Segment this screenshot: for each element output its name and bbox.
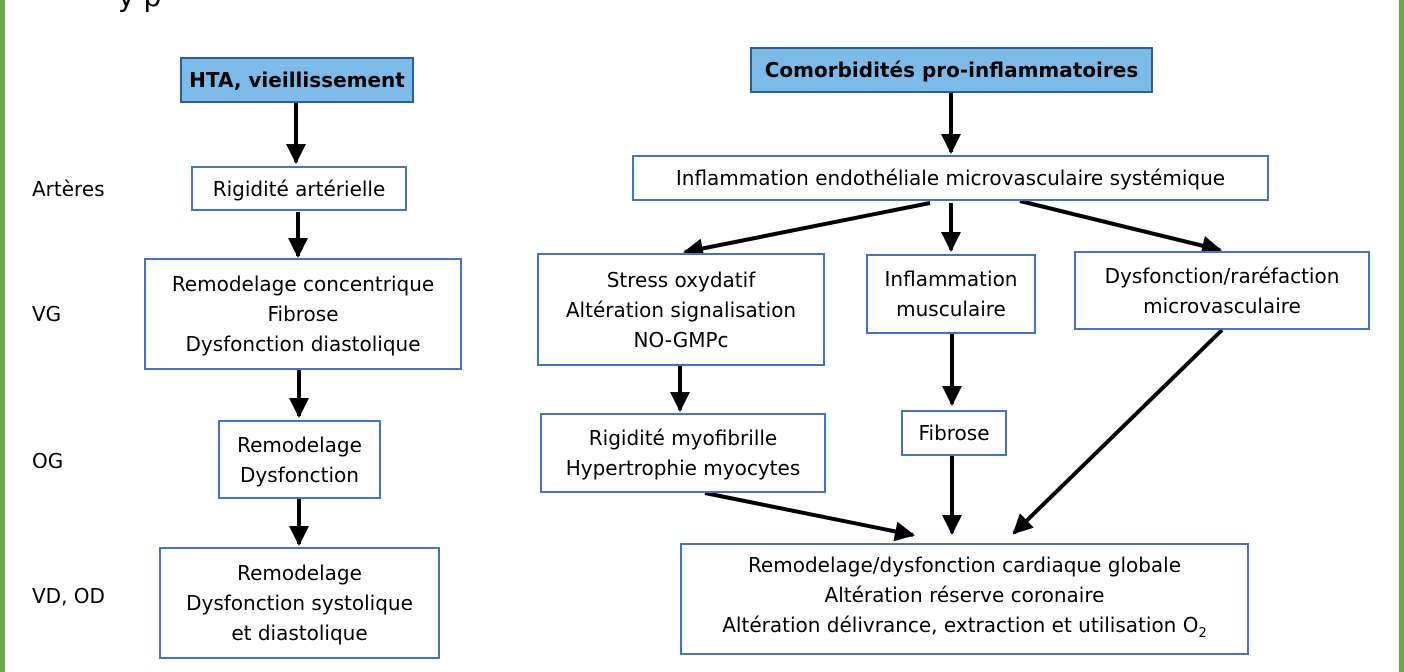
box-rigidite-myofibrille: Rigidité myofibrille Hypertrophie myocyt…	[540, 413, 826, 493]
clipped-title: y p	[118, 0, 161, 13]
frame-right-border	[1399, 0, 1404, 672]
box-inflammation-endotheliale: Inflammation endothéliale microvasculair…	[632, 155, 1269, 201]
box-inflammation-musculaire: Inflammation musculaire	[866, 254, 1036, 334]
box-remodelage-global: Remodelage/dysfonction cardiaque globale…	[680, 543, 1249, 655]
box-dysfonction-microvasculaire: Dysfonction/raréfaction microvasculaire	[1074, 251, 1370, 330]
box-hta-vieillissement: HTA, vieillissement	[180, 57, 414, 103]
box-rigidite-label: Rigidité artérielle	[212, 176, 386, 201]
box-hta-label: HTA, vieillissement	[189, 68, 405, 92]
arrow-inflam-to-micro	[1019, 199, 1222, 256]
box-global-line-3-text: Altération délivrance, extraction et uti…	[722, 612, 1199, 637]
box-rigidite-arterielle: Rigidité artérielle	[191, 166, 407, 211]
box-og-line-2: Dysfonction	[240, 462, 359, 487]
row-label-vd-od: VD, OD	[32, 584, 105, 608]
row-label-arteres: Artères	[32, 177, 105, 201]
box-vd-od-remodelage: Remodelage Dysfonction systolique et dia…	[159, 547, 440, 659]
box-micro-line-2: microvasculaire	[1143, 293, 1301, 318]
row-label-og: OG	[32, 449, 64, 473]
box-vd-line-1: Remodelage	[237, 561, 362, 585]
box-stress-line-3: NO-GMPc	[633, 327, 729, 352]
box-vg-line-1: Remodelage concentrique	[171, 272, 435, 296]
box-muscle-line-1: Inflammation	[884, 267, 1018, 291]
frame-left-border	[0, 0, 5, 672]
box-vg-line-2: Fibrose	[267, 302, 339, 326]
box-micro-line-1: Dysfonction/raréfaction	[1104, 263, 1340, 288]
box-vd-line-3: et diastolique	[231, 621, 368, 645]
box-stress-oxydatif: Stress oxydatif Altération signalisation…	[537, 253, 825, 366]
box-global-line-3: Altération délivrance, extraction et uti…	[722, 610, 1206, 649]
box-vg-line-3: Dysfonction diastolique	[185, 332, 421, 356]
o2-subscript: 2	[1198, 625, 1207, 641]
box-comorbidites: Comorbidités pro-inflammatoires	[750, 47, 1153, 93]
row-label-vg: VG	[32, 302, 62, 326]
box-myofib-line-1: Rigidité myofibrille	[588, 426, 778, 450]
box-myofib-line-2: Hypertrophie myocytes	[565, 456, 801, 480]
box-og-remodelage: Remodelage Dysfonction	[218, 420, 381, 499]
arrow-myofib-to-global	[704, 491, 915, 542]
box-global-line-2: Altération réserve coronaire	[824, 582, 1105, 607]
box-muscle-line-2: musculaire	[896, 297, 1006, 321]
box-global-line-1: Remodelage/dysfonction cardiaque globale	[747, 552, 1182, 577]
box-vg-remodelage: Remodelage concentrique Fibrose Dysfonct…	[144, 258, 462, 370]
box-vd-line-2: Dysfonction systolique	[186, 591, 413, 615]
box-stress-line-2: Altération signalisation	[565, 297, 797, 322]
arrow-inflam-to-stress	[683, 201, 931, 259]
box-stress-line-1: Stress oxydatif	[606, 267, 756, 292]
box-inflammation-label: Inflammation endothéliale microvasculair…	[675, 166, 1226, 190]
box-og-line-1: Remodelage	[237, 432, 362, 457]
box-comorbidites-label: Comorbidités pro-inflammatoires	[764, 58, 1139, 82]
box-fibrose: Fibrose	[901, 410, 1007, 456]
arrow-micro-to-global	[1012, 328, 1224, 535]
box-fibrose-label: Fibrose	[918, 421, 990, 445]
